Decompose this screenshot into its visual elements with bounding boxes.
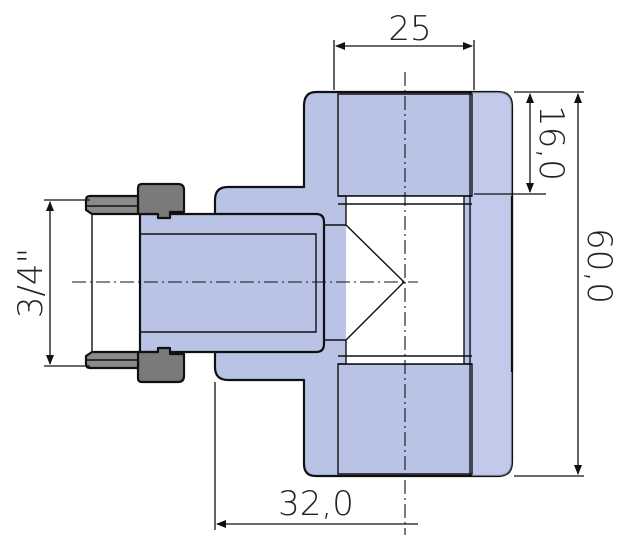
union-nut xyxy=(84,182,186,384)
dimension-left-thread: 3/4" xyxy=(11,199,90,367)
tee-body-highlight xyxy=(472,92,512,476)
branch-insert xyxy=(138,212,326,354)
adapter-bore xyxy=(91,213,141,353)
nut-upper xyxy=(136,182,186,220)
dim-label-left-thread: 3/4" xyxy=(11,248,51,318)
nut-lower xyxy=(136,346,186,384)
dim-label-top-width: 25 xyxy=(388,9,431,49)
central-bore xyxy=(346,196,464,364)
dim-label-bottom-width: 32,0 xyxy=(278,484,354,524)
dim-label-right-total: 60,0 xyxy=(579,228,619,304)
dimension-right-total: 60,0 xyxy=(514,93,619,477)
dimension-right-upper: 16,0 xyxy=(474,91,584,195)
threaded-adapter-top xyxy=(84,194,140,216)
branch-sleeve xyxy=(138,212,326,354)
dimension-bottom-width: 32,0 xyxy=(214,382,418,530)
center-lines xyxy=(72,72,418,535)
dimension-top-width: 25 xyxy=(333,9,475,90)
dim-label-right-upper: 16,0 xyxy=(531,105,571,181)
